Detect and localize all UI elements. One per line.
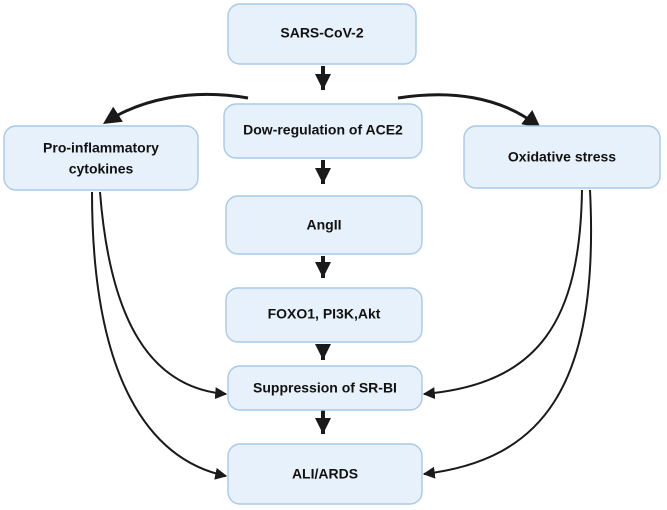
node-ace2-label: Dow-regulation of ACE2: [243, 122, 403, 138]
node-ali-ards-label: ALI/ARDS: [292, 466, 358, 482]
node-pro-inflammatory-label-1: Pro-inflammatory: [43, 140, 159, 156]
node-angii-label: AngII: [307, 217, 342, 233]
arrow-center-to-pro-inflammatory: [102, 92, 249, 124]
node-sr-bi: Suppression of SR-BI: [227, 365, 423, 411]
node-sars-cov-2: SARS-CoV-2: [227, 3, 417, 65]
node-angii: AngII: [225, 195, 423, 255]
node-foxo1: FOXO1, PI3K,Akt: [225, 287, 423, 343]
node-foxo1-label: FOXO1, PI3K,Akt: [268, 306, 381, 322]
arrow-pro-inflammatory-to-srbi: [99, 191, 228, 400]
arrow-oxidative-to-ali: [422, 189, 592, 479]
arrow-center-to-oxidative: [397, 93, 541, 129]
node-ali-ards: ALI/ARDS: [227, 443, 423, 505]
arrow-pro-inflammatory-to-ali: [91, 191, 228, 480]
node-oxidative-stress-label: Oxidative stress: [508, 149, 616, 165]
node-ace2: Dow-regulation of ACE2: [223, 103, 423, 159]
node-pro-inflammatory-label-2: cytokines: [69, 161, 134, 177]
arrow-oxidative-to-srbi: [422, 189, 583, 400]
node-sr-bi-label: Suppression of SR-BI: [253, 380, 397, 396]
node-oxidative-stress: Oxidative stress: [463, 125, 661, 189]
node-pro-inflammatory: Pro-inflammatory cytokines: [3, 125, 199, 191]
node-sars-cov-2-label: SARS-CoV-2: [280, 25, 363, 41]
